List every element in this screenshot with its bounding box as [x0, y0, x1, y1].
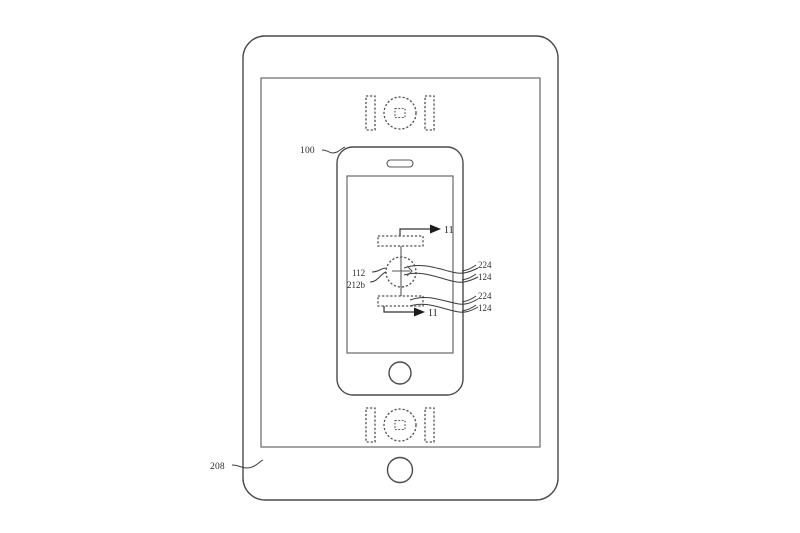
leader-line-112 [371, 267, 387, 273]
registration-bar-bottom-left [365, 407, 376, 443]
leader-tick-224-upper [461, 264, 477, 272]
label-124-lower: 124 [478, 303, 492, 313]
registration-core-bottom [394, 419, 406, 431]
section-arrow-lower-head-icon [414, 307, 425, 317]
wire-lower-224 [409, 297, 479, 305]
label-section-arrow-lower: 11 [428, 308, 438, 319]
phone-earpiece-slot-icon [386, 159, 414, 168]
label-224-lower: 224 [478, 291, 492, 301]
label-208: 208 [210, 462, 225, 472]
wire-lower-124 [409, 303, 479, 313]
tablet-inner-bezel [260, 77, 541, 448]
wire-upper-124 [403, 272, 479, 283]
leader-line-212b [369, 271, 387, 283]
label-section-arrow-upper: 11 [444, 225, 454, 236]
leader-tick-124-lower [461, 304, 477, 312]
registration-bar-bottom-right [424, 407, 435, 443]
registration-bar-top-left [365, 95, 376, 131]
upper-dashed-element [377, 235, 424, 247]
tablet-outer-body [242, 35, 559, 501]
leader-tick-224-lower [461, 295, 477, 303]
phone-screen [346, 175, 454, 354]
label-124-upper: 124 [478, 272, 492, 282]
lower-dashed-element [377, 295, 424, 307]
leader-line-208 [231, 459, 264, 469]
phone-home-button-icon [388, 361, 412, 385]
section-arrow-upper-head-icon [430, 224, 441, 234]
upper-section-lead-line [399, 228, 430, 236]
label-212b: 212b [347, 280, 366, 290]
registration-core-top [394, 107, 406, 119]
wire-upper-224 [403, 265, 479, 274]
label-100: 100 [300, 146, 315, 156]
tablet-home-button-icon [386, 456, 414, 484]
lower-section-lead-line [383, 306, 414, 313]
label-224-upper: 224 [478, 260, 492, 270]
registration-circle-bottom [383, 408, 417, 442]
registration-bar-top-right [424, 95, 435, 131]
registration-circle-top [383, 96, 417, 130]
central-target-connector-tick [406, 265, 413, 277]
label-112: 112 [352, 268, 365, 278]
leader-line-100 [321, 146, 346, 154]
leader-tick-124-upper [461, 273, 477, 281]
